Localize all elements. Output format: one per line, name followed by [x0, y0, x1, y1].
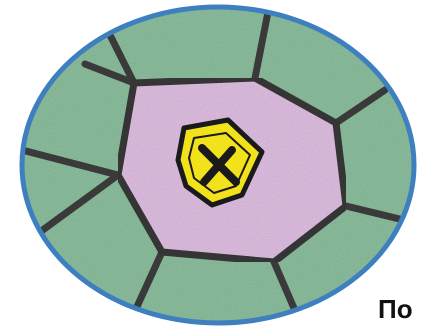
caption-text: По	[378, 296, 413, 322]
